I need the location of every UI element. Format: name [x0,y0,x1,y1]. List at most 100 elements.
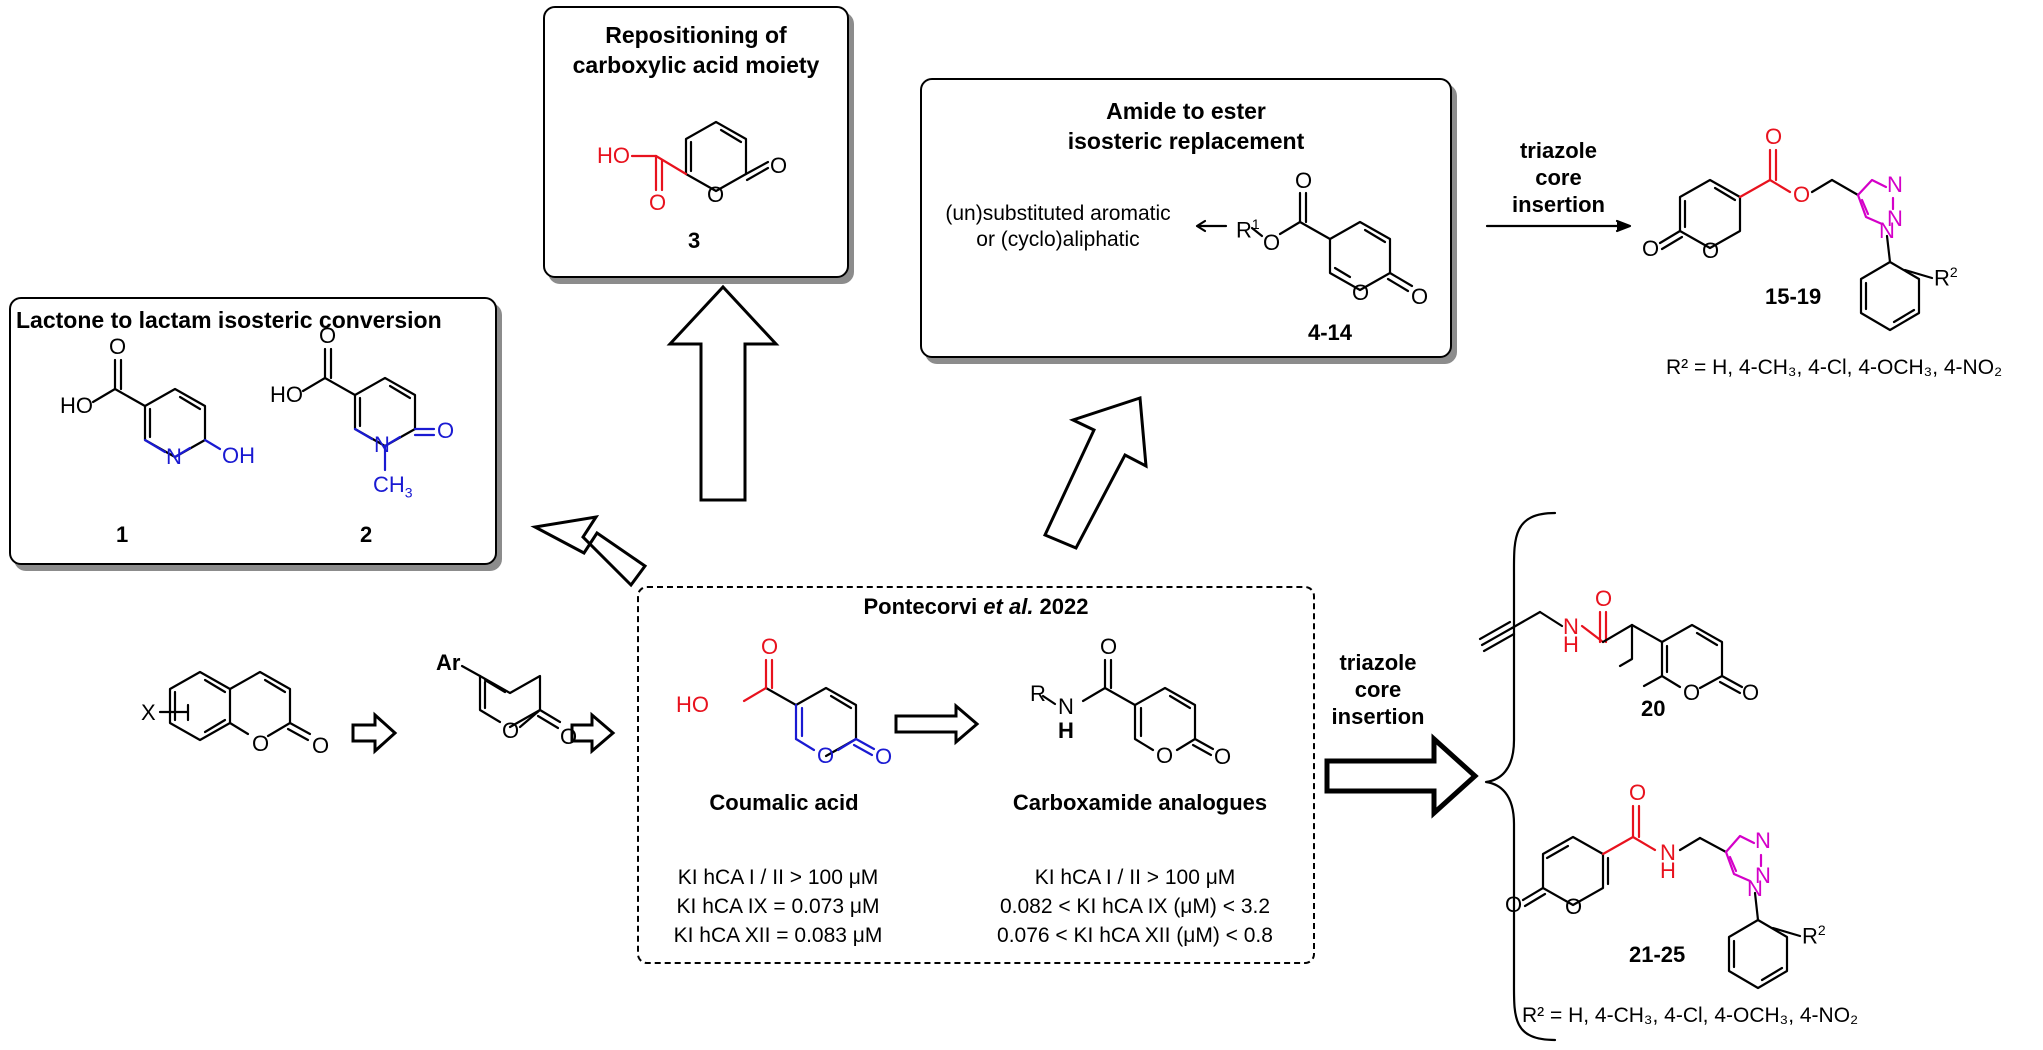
repositioning-title-2: carboxylic acid moiety [572,52,820,78]
atom-o-ester-a: O [1263,230,1281,255]
coumalic-acid-structure [742,658,876,758]
atom-o-aryl-a: O [502,718,520,743]
ki-carboxamide-2: 0.082 < KI hCA IX (μM) < 3.2 [999,895,1271,918]
compound-2-label: 2 [360,522,373,547]
ki-coumalic-2: KI hCA IX = 0.073 μM [676,895,880,918]
atom-o-2: O [319,323,337,348]
reference-title: Pontecorvi et al. 2022 [863,594,1089,619]
atom-o-15c: O [1765,124,1783,149]
ester-r1-desc-2: or (cyclo)aliphatic [976,228,1140,251]
compound-4-14-label: 4-14 [1308,320,1353,345]
hollow-arrow-3 [894,702,980,746]
triazole-mid-2: core [1354,677,1402,702]
compound-1-structure [91,358,222,459]
atom-o-15b: O [1702,238,1720,263]
atom-ho-1: HO [60,393,93,418]
atom-o-21a: O [1505,892,1523,917]
atom-n-cx: N [1058,694,1074,719]
compound-21-25-label: 21-25 [1629,942,1686,967]
atom-ch3-2: CH3 [373,472,413,501]
atom-oh-1: OH [222,443,255,468]
r2-top: R² = H, 4-CH₃, 4-Cl, 4-OCH₃, 4-NO₂ [1666,356,2003,379]
atom-n-2: N [374,432,390,457]
atom-n-1: N [166,444,182,469]
atom-n-15c: N [1879,218,1895,243]
carboxamide-label: Carboxamide analogues [1012,790,1268,815]
lactam-box [9,297,497,565]
atom-ho-2: HO [270,382,303,407]
r2-bottom: R² = H, 4-CH₃, 4-Cl, 4-OCH₃, 4-NO₂ [1522,1004,1859,1027]
ki-carboxamide-1: KI hCA I / II > 100 μM [1034,866,1236,889]
triazole-top-3: insertion [1512,192,1605,217]
atom-o-15d: O [1793,182,1811,207]
atom-n-15b: N [1887,206,1903,231]
compound-3-structure [630,120,770,193]
compound-20-label: 20 [1641,696,1666,721]
atom-x: X [141,700,156,725]
atom-o-cx-a: O [1100,634,1118,659]
atom-o-20c: O [1742,680,1760,705]
atom-o-20a: O [1595,586,1613,611]
atom-h-cx: H [1058,718,1074,743]
atom-o-3b: O [707,182,725,207]
hollow-arrow-2 [570,711,616,755]
compound-21-25-structure [1521,804,1802,990]
atom-ar: Ar [436,650,461,675]
atom-o-15a: O [1642,236,1660,261]
atom-o-ca-b: O [817,743,835,768]
atom-o-coumarin-b: O [312,733,330,758]
reference-box [637,586,1315,964]
diag-arrow-up [1042,395,1148,550]
repositioning-box [543,6,849,278]
atom-o-ca-c: O [875,744,893,769]
coumarin-structure [158,670,312,742]
atom-h-21: H [1660,858,1676,883]
atom-o-1: O [109,334,127,359]
compound-1-label: 1 [116,522,129,547]
atom-o-20b: O [1683,680,1701,705]
ki-coumalic-1: KI hCA I / II > 100 μM [677,866,879,889]
atom-n-21c: N [1747,876,1763,901]
compound-3-label: 3 [688,228,701,253]
ester-box [920,78,1452,358]
atom-n-20: N [1563,614,1579,639]
triazole-top-1: triazole [1519,138,1598,163]
compound-4-14-structure [1195,191,1414,293]
compound-2-structure [301,347,436,472]
ester-title-2: isosteric replacement [1067,128,1305,154]
atom-o-3c: O [770,153,788,178]
up-arrow [666,284,780,502]
atom-o-coumarin-a: O [252,731,270,756]
atom-n-21a: N [1755,828,1771,853]
atom-ho-ca: HO [676,692,709,717]
ki-carboxamide-3: 0.076 < KI hCA XII (μM) < 0.8 [997,924,1273,947]
atom-o-21b: O [1565,894,1583,919]
atom-o-21c: O [1629,780,1647,805]
atom-r1: R1 [1236,216,1260,243]
atom-h-20: H [1563,632,1579,657]
atom-ho-3: HO [597,143,630,168]
compound-15-19-structure [1658,148,1934,332]
aryl-pyranone-structure [460,664,562,730]
hollow-arrow-1 [351,711,398,755]
atom-n-21: N [1660,840,1676,865]
lactam-title: Lactone to lactam isosteric conversion [16,307,442,333]
atom-o-cx-b: O [1156,743,1174,768]
carboxamide-structure [1041,658,1215,757]
atom-r: R [1030,681,1046,706]
ki-coumalic-3: KI hCA XII = 0.083 μM [673,924,883,947]
atom-o-ester-b: O [1295,168,1313,193]
atom-r2-21: R2 [1802,922,1826,949]
atom-o-cx-c: O [1214,744,1232,769]
atom-o-2b: O [437,418,455,443]
atom-o-ester-c: O [1352,280,1370,305]
ester-r1-desc-1: (un)substituted aromatic [945,202,1171,225]
atom-o-ca-a: O [761,634,779,659]
atom-n-15a: N [1887,172,1903,197]
atom-o-aryl-b: O [560,724,578,749]
compound-15-19-label: 15-19 [1765,284,1822,309]
repositioning-title-1: Repositioning of [605,22,787,48]
atom-n-21b: N [1755,863,1771,888]
coumalic-acid-label: Coumalic acid [709,790,859,815]
atom-r2-15: R2 [1934,264,1958,291]
